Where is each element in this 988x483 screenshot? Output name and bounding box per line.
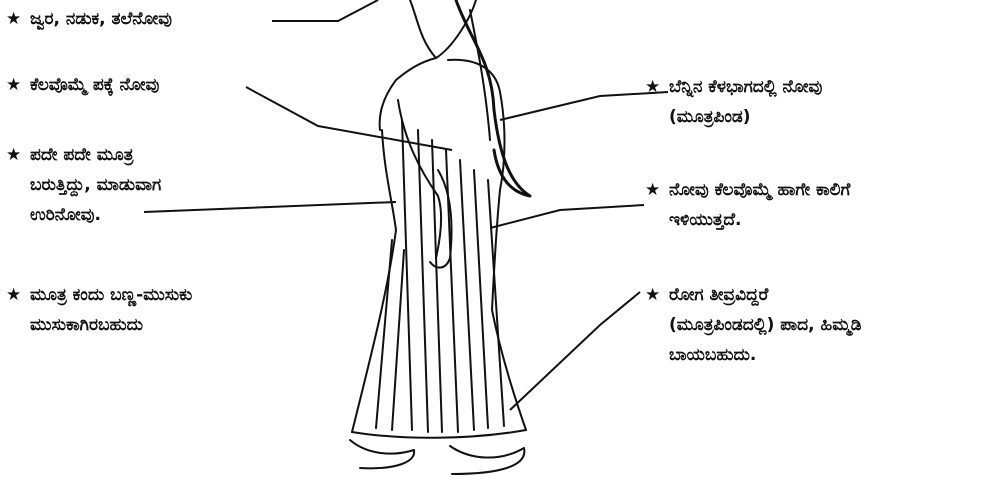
star-icon: ★ (6, 4, 24, 34)
symptom-text: ಬರುತ್ತಿದ್ದು, ಮಾಡುವಾಗ (6, 170, 161, 200)
star-icon: ★ (6, 280, 24, 310)
star-icon: ★ (6, 140, 24, 170)
symptom-label-frequent-urination: ★ ಪದೇ ಪದೇ ಮೂತ್ರ ಬರುತ್ತಿದ್ದು, ಮಾಡುವಾಗ ಉರಿನ… (6, 140, 161, 230)
symptom-label-leg-pain: ★ ನೋವು ಕೆಲವೊಮ್ಮೆ ಹಾಗೇ ಕಾಲಿಗೆ ಇಳಿಯುತ್ತದೆ. (645, 175, 850, 235)
star-icon: ★ (645, 175, 663, 205)
symptom-label-lower-back-pain: ★ ಬೆನ್ನಿನ ಕೆಳಭಾಗದಲ್ಲಿ ನೋವು (ಮೂತ್ರಪಿಂಡ) (645, 72, 822, 132)
star-icon: ★ (645, 280, 663, 310)
symptom-text: ಮುಸುಕಾಗಿರಬಹುದು (6, 310, 192, 340)
symptom-label-urine-color: ★ ಮೂತ್ರ ಕಂದು ಬಣ್ಣ-ಮುಸುಕು ಮುಸುಕಾಗಿರಬಹುದು (6, 280, 192, 340)
symptom-text: ಉರಿನೋವು. (6, 200, 161, 230)
symptom-text: ಪದೇ ಪದೇ ಮೂತ್ರ (30, 145, 133, 165)
star-icon: ★ (645, 72, 663, 102)
symptom-label-side-pain: ★ ಕೆಲವೊಮ್ಮೆ ಪಕ್ಕೆ ನೋವು (6, 70, 159, 100)
star-icon: ★ (6, 70, 24, 100)
symptom-text: ಬಾಯಬಹುದು. (645, 340, 861, 370)
symptom-text: (ಮೂತ್ರಪಿಂಡದಲ್ಲಿ) ಪಾದ, ಹಿಮ್ಮಡಿ (645, 310, 861, 340)
symptom-text: (ಮೂತ್ರಪಿಂಡ) (645, 102, 822, 132)
symptom-text: ಮೂತ್ರ ಕಂದು ಬಣ್ಣ-ಮುಸುಕು (30, 285, 192, 305)
symptom-text: ನೋವು ಕೆಲವೊಮ್ಮೆ ಹಾಗೇ ಕಾಲಿಗೆ (669, 180, 850, 200)
symptom-text: ರೋಗ ತೀವ್ರವಿದ್ದರೆ (669, 285, 768, 305)
symptom-text: ಕೆಲವೊಮ್ಮೆ ಪಕ್ಕೆ ನೋವು (30, 75, 159, 95)
symptom-text: ಇಳಿಯುತ್ತದೆ. (645, 205, 850, 235)
symptom-text: ಬೆನ್ನಿನ ಕೆಳಭಾಗದಲ್ಲಿ ನೋವು (669, 77, 822, 97)
symptom-label-swelling: ★ ರೋಗ ತೀವ್ರವಿದ್ದರೆ (ಮೂತ್ರಪಿಂಡದಲ್ಲಿ) ಪಾದ, … (645, 280, 861, 370)
symptom-label-fever: ★ ಜ್ವರ, ನಡುಕ, ತಲೆನೋವು (6, 4, 172, 34)
symptom-text: ಜ್ವರ, ನಡುಕ, ತಲೆನೋವು (30, 9, 172, 29)
